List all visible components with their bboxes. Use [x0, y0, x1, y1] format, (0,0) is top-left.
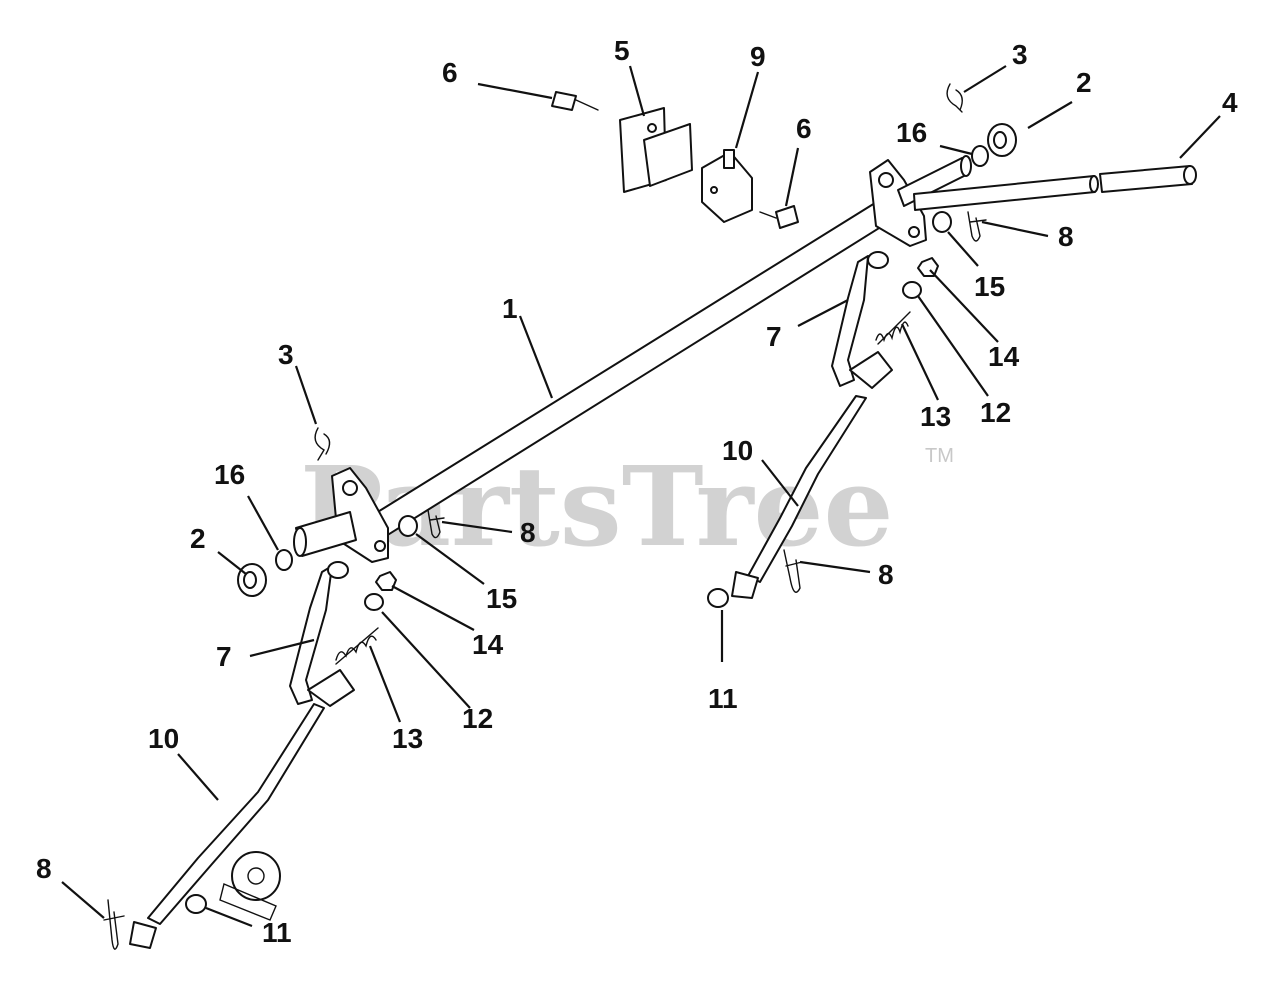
callout-12-left: 12: [462, 703, 493, 734]
callout-3-top: 3: [1012, 39, 1028, 70]
callout-12-right: 12: [980, 397, 1011, 428]
part-16-washer-right: [971, 145, 989, 167]
callout-3-left: 3: [278, 339, 294, 370]
callout-5: 5: [614, 35, 630, 66]
callout-7-right: 7: [766, 321, 782, 352]
part-15-washer-left: [398, 515, 418, 537]
leader-lines: [61, 65, 1221, 928]
part-12-washer-left: [364, 593, 384, 611]
part-2-bushing-left: [237, 563, 267, 597]
part-9-switch: [701, 149, 753, 223]
callout-6-right: 6: [796, 113, 812, 144]
gear-assembly: [219, 851, 281, 921]
callout-11-right: 11: [708, 683, 738, 714]
callout-8-left: 8: [520, 517, 536, 548]
part-8-pin-right: [967, 211, 987, 242]
callout-16-right: 16: [896, 117, 927, 148]
callout-13-right: 13: [920, 401, 951, 432]
part-10-rod-right: [731, 395, 867, 599]
part-1-rockshaft: [293, 155, 972, 563]
callout-6-left: 6: [442, 57, 458, 88]
callout-2-right: 2: [1076, 67, 1092, 98]
part-2-bushing-right: [987, 123, 1017, 157]
callouts: 1 2 2 3 3 4 5 6 6 7 7 8 8 8 8 9 10 10 11…: [36, 35, 1238, 948]
callout-14-right: 14: [988, 341, 1020, 372]
part-15-washer-right: [932, 211, 952, 233]
part-12-washer-right: [902, 281, 922, 299]
callout-15-right: 15: [974, 271, 1005, 302]
callout-10-left: 10: [148, 723, 179, 754]
part-16-washer-left: [275, 549, 293, 571]
part-8-pin-left: [427, 509, 445, 539]
callout-8-lower-right: 8: [878, 559, 894, 590]
part-3-clip-left: [314, 427, 331, 461]
callout-15-left: 15: [486, 583, 517, 614]
part-3-clip-top: [946, 83, 963, 113]
callout-11-left: 11: [262, 917, 292, 948]
callout-8-bottom-left: 8: [36, 853, 52, 884]
part-6-screw-right: [759, 205, 799, 229]
part-11-washer-left: [185, 894, 207, 914]
callout-13-left: 13: [392, 723, 423, 754]
part-5-plate-bracket: [619, 107, 693, 193]
callout-16-left: 16: [214, 459, 245, 490]
callout-4: 4: [1222, 87, 1238, 118]
part-8-pin-bottom-left: [103, 899, 125, 950]
part-10-rod-left: [129, 703, 325, 949]
part-7-lever-left: [289, 561, 355, 707]
watermark-trademark: TM: [925, 445, 954, 467]
callout-1: 1: [502, 293, 518, 324]
part-4-handle-rod: [913, 165, 1197, 211]
part-7-lever-right: [831, 251, 893, 389]
callout-7-left: 7: [216, 641, 232, 672]
callout-2-left: 2: [190, 523, 206, 554]
part-13-spring-left: [335, 627, 379, 665]
part-11-washer-right: [707, 588, 729, 608]
part-14-nut-left: [375, 571, 397, 591]
callout-10-right: 10: [722, 435, 753, 466]
part-6-screw-top: [551, 91, 599, 111]
callout-9: 9: [750, 41, 766, 72]
callout-14-left: 14: [472, 629, 504, 660]
part-14-nut-right: [917, 257, 939, 277]
callout-8-right: 8: [1058, 221, 1074, 252]
part-8-pin-lower-right: [783, 549, 803, 593]
